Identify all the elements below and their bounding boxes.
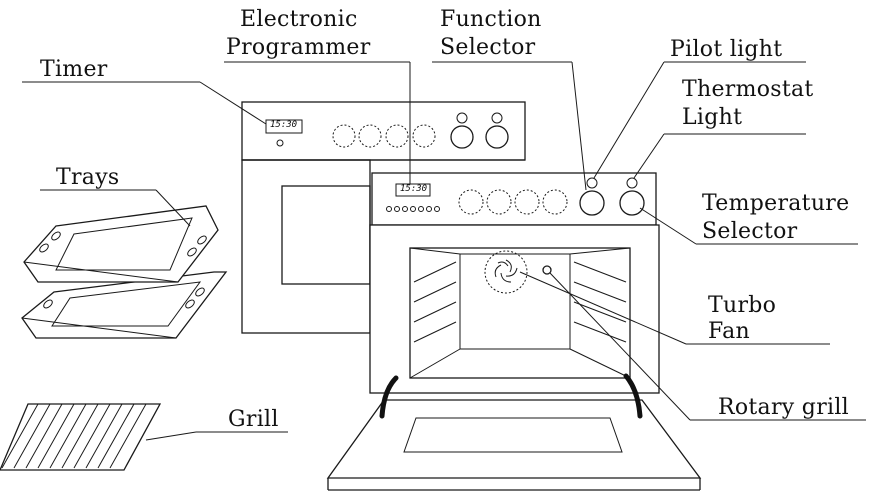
front-function-knob (579, 190, 605, 216)
label-grill: Grill (228, 407, 279, 432)
label-temperature-selector: Selector (702, 219, 798, 244)
rotary-grill-socket (542, 265, 552, 275)
back-oven (241, 101, 526, 334)
front-pilot-light (586, 177, 598, 189)
front-temperature-knob (619, 190, 645, 216)
back-clock-readout: 15:30 (270, 120, 298, 130)
grill-rack (0, 403, 162, 471)
label-function-selector: Selector (440, 35, 536, 60)
label-temperature: Temperature (702, 191, 850, 216)
back-function-knob (450, 125, 474, 149)
back-thermostat-light (491, 112, 503, 124)
label-programmer: Programmer (226, 35, 371, 60)
label-function: Function (440, 7, 542, 32)
front-thermostat-light (626, 177, 638, 189)
front-program-buttons (458, 189, 568, 215)
front-timer-display (395, 183, 431, 197)
front-program-dots (386, 206, 440, 212)
label-turbo: Turbo (708, 293, 777, 318)
trays (21, 205, 228, 339)
oven-door (326, 373, 702, 491)
back-pilot-light (456, 112, 468, 124)
label-thermostat-light: Light (682, 105, 743, 130)
label-pilot-light: Pilot light (670, 37, 783, 62)
label-trays: Trays (56, 165, 120, 190)
back-temperature-knob (485, 125, 509, 149)
back-timer-knob (276, 139, 284, 147)
label-rotary-grill: Rotary grill (718, 395, 850, 420)
label-fan: Fan (708, 319, 750, 344)
back-timer-display (265, 119, 303, 134)
label-thermostat: Thermostat (682, 77, 814, 102)
front-clock-readout: 15:30 (400, 184, 428, 194)
cavity-back-wall (459, 253, 571, 350)
label-electronic: Electronic (240, 7, 358, 32)
back-program-buttons (332, 124, 436, 148)
front-oven (326, 172, 702, 491)
label-timer: Timer (40, 57, 108, 82)
leader-lines (22, 61, 866, 441)
turbo-fan (484, 250, 528, 294)
